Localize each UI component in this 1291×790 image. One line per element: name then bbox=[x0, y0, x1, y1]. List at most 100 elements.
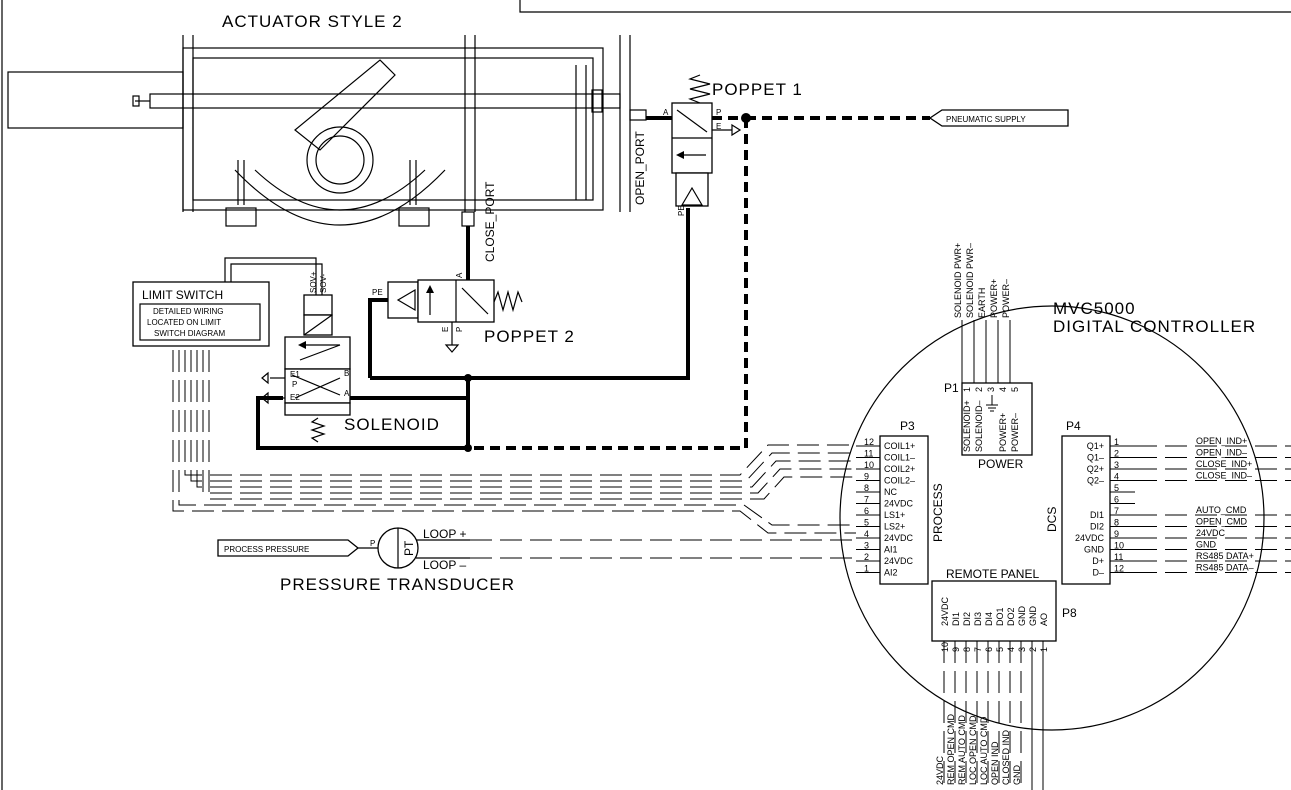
p1-pin-name: SOLENOID– bbox=[974, 400, 984, 452]
p8-pin-number: 7 bbox=[973, 647, 983, 652]
p4-pin-name: GND bbox=[1084, 545, 1105, 555]
p4-pin-name: DI1 bbox=[1090, 510, 1104, 520]
p8-pin-name: 24VDC bbox=[940, 596, 950, 626]
p8-pin-name: DI4 bbox=[984, 612, 994, 626]
p4-pin-name: 24VDC bbox=[1075, 533, 1105, 543]
pneumatic-supply-tag: PNEUMATIC SUPPLY bbox=[928, 109, 1069, 127]
p8-section: REMOTE PANEL bbox=[946, 567, 1039, 581]
poppet-2-port-e: E bbox=[441, 327, 450, 332]
poppet-2-port-p: P bbox=[455, 327, 464, 332]
p4-pin-number: 1 bbox=[1114, 437, 1119, 447]
poppet-2: POPPET 2 A E P PE bbox=[372, 272, 574, 353]
limit-switch-note-3: SWITCH DIAGRAM bbox=[154, 329, 225, 338]
controller-title-1: MVC5000 bbox=[1053, 299, 1136, 318]
p3-pin-number: 2 bbox=[864, 552, 869, 562]
solenoid-port-e2: E2 bbox=[290, 393, 300, 402]
p1-pin-name: SOLENOID+ bbox=[962, 400, 972, 452]
p1-pin-number: 4 bbox=[998, 387, 1008, 392]
p1-pin-number: 2 bbox=[974, 387, 984, 392]
pressure-transducer-label: PRESSURE TRANSDUCER bbox=[280, 575, 515, 594]
p1-pin-name: POWER– bbox=[1010, 413, 1020, 452]
p1-wire-label: POWER+ bbox=[989, 279, 999, 318]
loop-pos-label: LOOP + bbox=[423, 527, 466, 541]
p4-pin-number: 4 bbox=[1114, 472, 1119, 482]
p4-pin-number: 8 bbox=[1114, 518, 1119, 528]
p3-pin-name: AI2 bbox=[884, 568, 898, 578]
pneumatic-supply-label: PNEUMATIC SUPPLY bbox=[946, 115, 1026, 124]
p8-pin-name: DI1 bbox=[951, 612, 961, 626]
p3-connector bbox=[879, 435, 929, 585]
solenoid-valve: SOV+ SOV- SOLENOID E1 P E2 B A bbox=[261, 271, 440, 443]
solenoid-port-b: B bbox=[344, 369, 349, 378]
poppet-1-port-p: P bbox=[716, 108, 721, 117]
p3-pin-name: LS2+ bbox=[884, 522, 905, 532]
p1-pin-name: POWER+ bbox=[998, 413, 1008, 452]
p4-pin-name: D– bbox=[1092, 568, 1104, 578]
controller: MVC5000 DIGITAL CONTROLLER P1 POWER P3 P… bbox=[839, 243, 1291, 790]
p8-pin-number: 3 bbox=[1017, 647, 1027, 652]
solenoid-coil-neg: SOV- bbox=[319, 274, 328, 293]
p1-name: P1 bbox=[944, 381, 959, 395]
process-pressure-label: PROCESS PRESSURE bbox=[224, 545, 309, 554]
p8-wire-label: CLOSED IND bbox=[1001, 729, 1011, 785]
p4-pin-number: 5 bbox=[1114, 483, 1119, 493]
p3-pin-name: 24VDC bbox=[884, 499, 914, 509]
p4-pin-name: DI2 bbox=[1090, 522, 1104, 532]
pressure-transducer: PROCESS PRESSURE P PT LOOP + LOOP – PRES… bbox=[217, 527, 515, 594]
p1-section: POWER bbox=[978, 457, 1024, 471]
p8-pin-number: 9 bbox=[951, 647, 961, 652]
p4-connector bbox=[1061, 435, 1111, 585]
p4-wire-label: AUTO_CMD bbox=[1196, 505, 1247, 515]
p4-wire-label: 24VDC bbox=[1196, 528, 1226, 538]
p4-wire-label: CLOSE_IND+ bbox=[1196, 459, 1252, 469]
p8-pin-name: AO bbox=[1039, 613, 1049, 626]
p8-wire-label: 24VDC bbox=[935, 755, 945, 785]
p8-name: P8 bbox=[1062, 606, 1077, 620]
p8-pin-number: 6 bbox=[984, 647, 994, 652]
p3-pin-name: NC bbox=[884, 487, 897, 497]
p4-pin-number: 3 bbox=[1114, 460, 1119, 470]
poppet-1: POPPET 1 A P E PE bbox=[663, 74, 802, 216]
p4-pin-number: 11 bbox=[1114, 552, 1123, 562]
p4-pin-name: Q2– bbox=[1087, 476, 1104, 486]
p3-pin-number: 8 bbox=[864, 483, 869, 493]
actuator: ACTUATOR STYLE 2 CLOSE_POR bbox=[7, 12, 647, 262]
solenoid-coil-pos: SOV+ bbox=[309, 271, 318, 293]
p8-pin-number: 10 bbox=[940, 642, 950, 652]
poppet-2-port-a: A bbox=[455, 272, 464, 278]
p4-wire-label: RS485 DATA– bbox=[1196, 563, 1254, 573]
p8-pin-number: 2 bbox=[1028, 647, 1038, 652]
p8-pin-name: DO1 bbox=[995, 607, 1005, 626]
solenoid-label: SOLENOID bbox=[344, 415, 440, 434]
poppet-1-port-pe: PE bbox=[677, 205, 686, 216]
p4-pin-number: 10 bbox=[1114, 541, 1124, 551]
p1-pin-number: 3 bbox=[986, 387, 996, 392]
p4-wire-label: CLOSE_IND– bbox=[1196, 471, 1252, 481]
p8-wire-label: REM AUTO CMD bbox=[957, 715, 967, 785]
p3-pin-name: LS1+ bbox=[884, 510, 905, 520]
transducer-symbol: PT bbox=[402, 540, 416, 556]
p3-pin-name: COIL1+ bbox=[884, 441, 915, 451]
p4-pin-number: 6 bbox=[1114, 495, 1119, 505]
p4-wire-label: OPEN_IND+ bbox=[1196, 436, 1247, 446]
p8-pin-name: DO2 bbox=[1006, 607, 1016, 626]
p1-wire-label: EARTH bbox=[977, 288, 987, 318]
p3-pin-name: 24VDC bbox=[884, 556, 914, 566]
p3-pin-number: 10 bbox=[864, 460, 874, 470]
p3-pin-number: 12 bbox=[864, 437, 874, 447]
p1-wire-label: SOLENOID PWR+ bbox=[953, 243, 963, 318]
p4-pin-number: 12 bbox=[1114, 564, 1124, 574]
p1-wire-label: POWER– bbox=[1001, 279, 1011, 318]
p4-pin-number: 9 bbox=[1114, 529, 1119, 539]
poppet-1-port-e: E bbox=[716, 122, 721, 131]
p4-pins: 1Q1+OPEN_IND+2Q1–OPEN_IND–3Q2+CLOSE_IND+… bbox=[1075, 436, 1291, 578]
limit-switch-note-2: LOCATED ON LIMIT bbox=[147, 318, 221, 327]
p3-pin-number: 7 bbox=[864, 495, 869, 505]
p4-pin-name: D+ bbox=[1092, 556, 1104, 566]
p3-name: P3 bbox=[900, 419, 915, 433]
p8-pin-name: GND bbox=[1017, 606, 1027, 627]
